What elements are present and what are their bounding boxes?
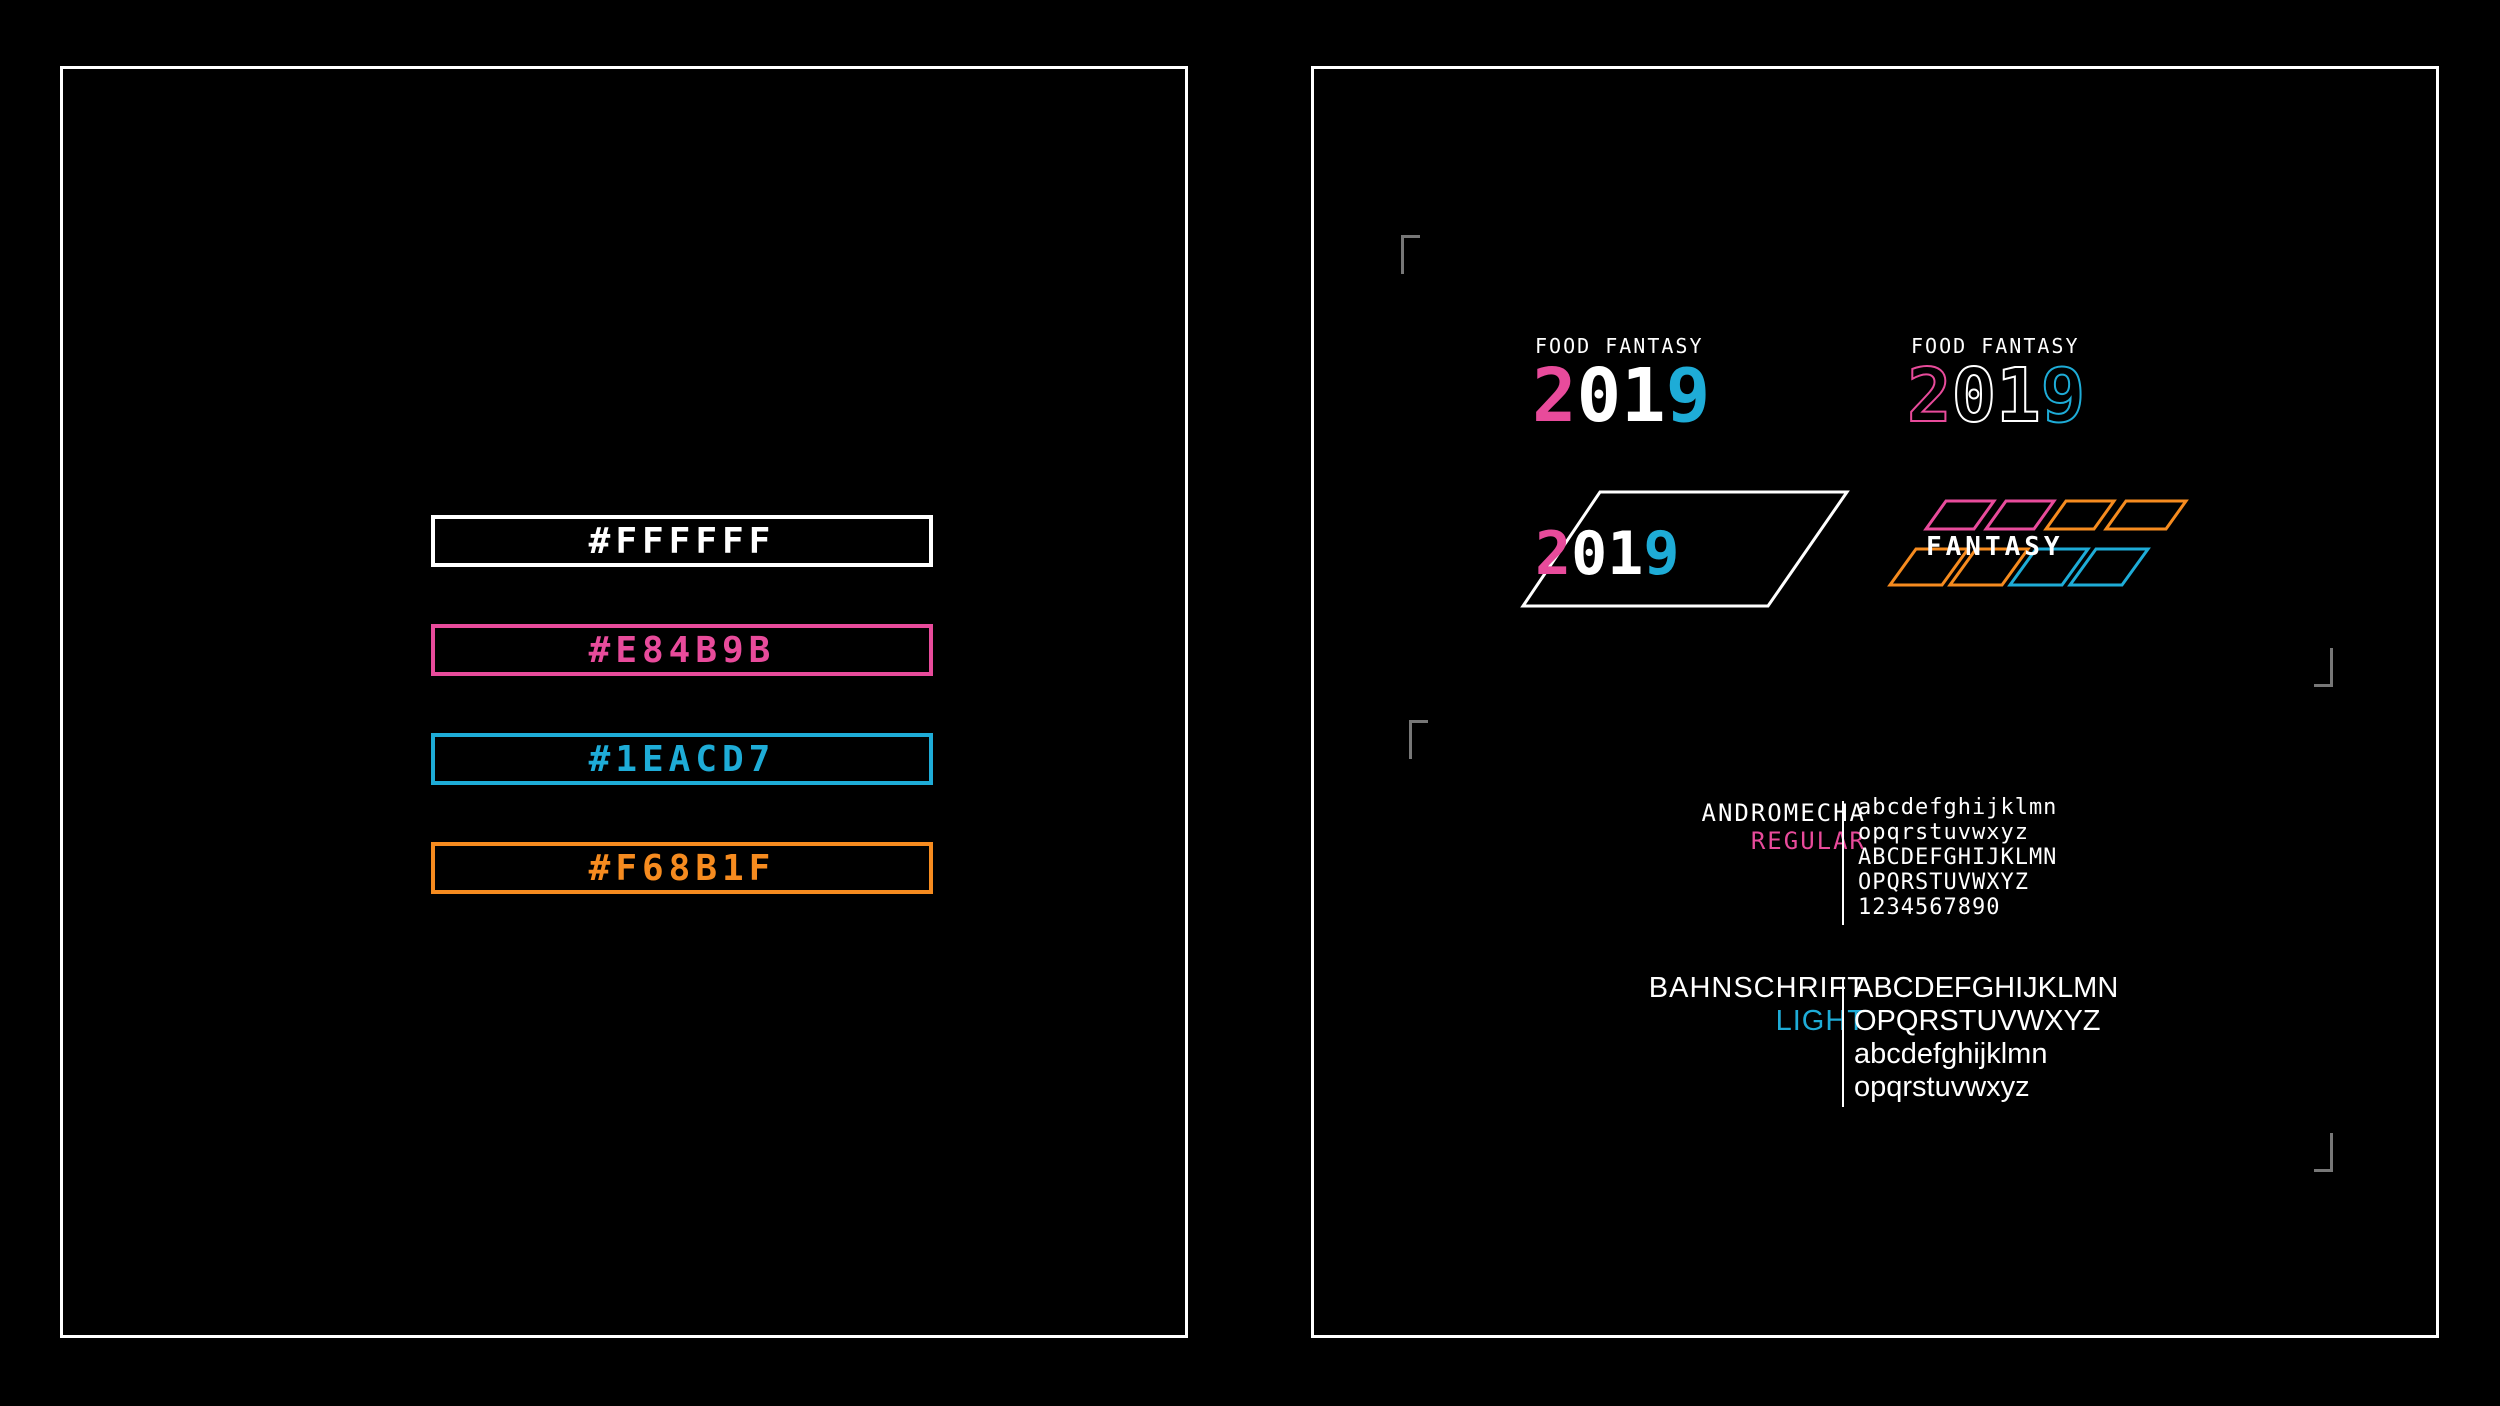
font-name-bahnschrift: BAHNSCHRIFT LIGHT (1649, 972, 1866, 1038)
logo-year: 2019 (1906, 353, 2087, 439)
year-digit: 0 (1576, 353, 1622, 439)
year-digit: 9 (1665, 353, 1711, 439)
year-digit: 0 (1951, 353, 1998, 439)
year-digit: 2 (1906, 353, 1953, 439)
swatch-white: #FFFFFF (431, 515, 933, 567)
year-digit: 2 (1535, 519, 1572, 589)
color-palette-panel: #FFFFFF #E84B9B #1EACD7 #F68B1F (60, 66, 1188, 1338)
glyph-line: opqrstuvwxyz (1854, 1071, 2030, 1103)
spec-divider (1842, 979, 1844, 1107)
year-digit: 0 (1571, 519, 1608, 589)
parallelogram-frame (1520, 490, 1850, 608)
brand-panel: FOOD FANTASY 2019 FOOD FANTASY 2019 2019 (1311, 66, 2439, 1338)
swatch-blue: #1EACD7 (431, 733, 933, 785)
corner-bracket (2314, 648, 2333, 687)
year-digit: 9 (2040, 353, 2087, 439)
year-digit: 9 (1643, 519, 1680, 589)
logo-year: 2019 (1535, 524, 1680, 584)
logo-subtitle: FOOD FANTASY (1535, 334, 1704, 358)
glyph-set: abcdefghijklmn opqrstuvwxyz ABCDEFGHIJKL… (1858, 795, 2057, 920)
year-digit: 1 (1621, 353, 1666, 439)
glyph-line: opqrstuvwxyz (1858, 820, 2029, 845)
font-title: ANDROMECHA (1701, 799, 1866, 827)
year-digit: 2 (1532, 353, 1577, 439)
food-letter-outlines (1887, 499, 2189, 587)
year-digit: 1 (1607, 519, 1644, 589)
font-style: REGULAR (1750, 827, 1866, 855)
glyph-set: ABCDEFGHIJKLMN OPQRSTUVWXYZ abcdefghijkl… (1854, 972, 2118, 1104)
corner-bracket (2314, 1133, 2333, 1172)
year-digit: 1 (1995, 353, 2042, 439)
glyph-line: 1234567890 (1858, 895, 2001, 920)
swatch-pink: #E84B9B (431, 624, 933, 676)
glyph-line: OPQRSTUVWXYZ (1854, 1005, 2101, 1037)
font-name-andromecha: ANDROMECHA REGULAR (1702, 799, 1867, 855)
glyph-line: abcdefghijklmn (1854, 1038, 2048, 1070)
glyph-line: ABCDEFGHIJKLMN (1854, 972, 2119, 1004)
glyph-line: abcdefghijklmn (1858, 795, 2058, 820)
corner-bracket (1409, 720, 1428, 759)
logo-year: 2019 (1532, 359, 1710, 433)
glyph-line: OPQRSTUVWXYZ (1858, 870, 2029, 895)
fantasy-word: FANTASY (1926, 532, 2064, 562)
spec-divider (1842, 801, 1844, 925)
swatch-orange: #F68B1F (431, 842, 933, 894)
font-title: BAHNSCHRIFT (1648, 972, 1866, 1004)
corner-bracket (1401, 235, 1420, 274)
logo-subtitle: FOOD FANTASY (1911, 334, 2080, 358)
font-style: LIGHT (1775, 1005, 1866, 1037)
glyph-line: ABCDEFGHIJKLMN (1858, 845, 2058, 870)
